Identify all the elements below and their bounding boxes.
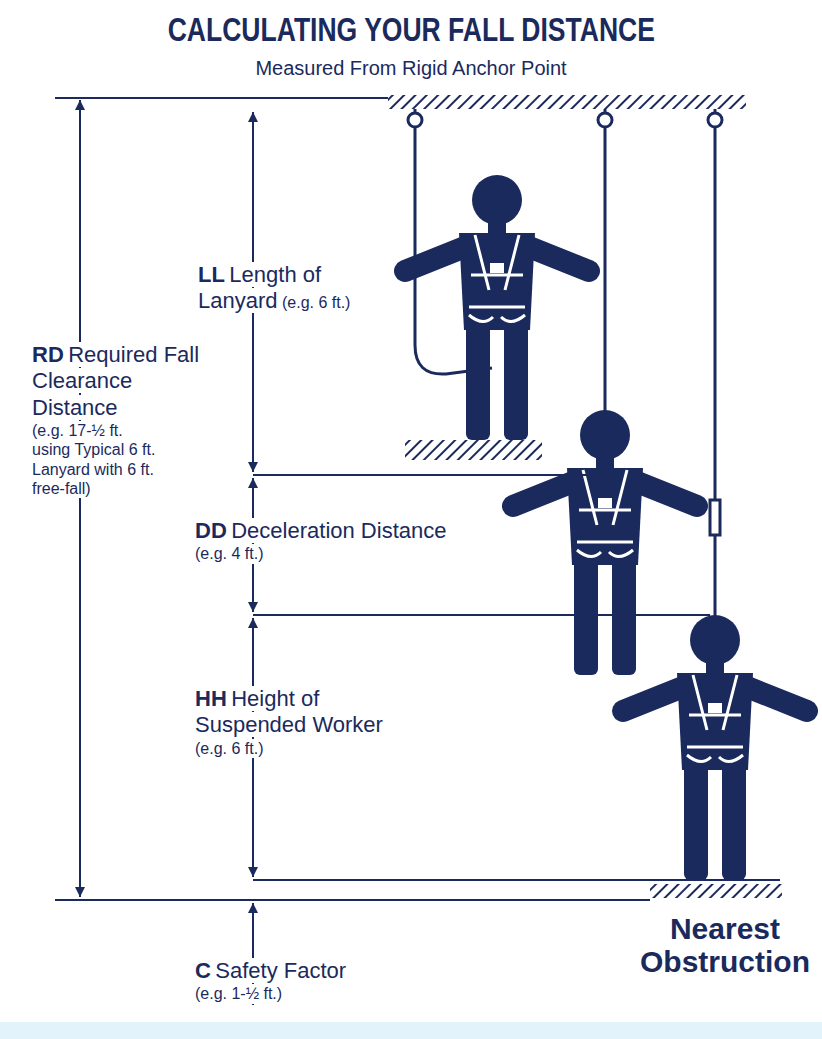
dimension-text: Deceleration Distance xyxy=(231,518,446,543)
dimension-text: (e.g. 6 ft.) xyxy=(195,739,425,758)
dimension-text: (e.g. 4 ft.) xyxy=(195,544,515,563)
dimension-text: Nearest Obstruction xyxy=(640,912,810,978)
dimension-code: HH xyxy=(195,686,227,711)
clearance-label: RD Required Fall Clearance Distance(e.g.… xyxy=(32,342,202,498)
footer-band xyxy=(0,1022,822,1039)
dimension-code: LL xyxy=(198,262,225,287)
dimension-code: C xyxy=(195,958,211,983)
safety-factor-label: C Safety Factor(e.g. 1-½ ft.) xyxy=(195,958,425,1004)
title-row: CALCULATING YOUR FALL DISTANCE xyxy=(0,10,822,49)
dimension-code: DD xyxy=(195,518,227,543)
dimension-text: Safety Factor xyxy=(215,958,346,983)
dimension-text: (e.g. 6 ft.) xyxy=(282,294,350,311)
worker-height-label: HH Height of Suspended Worker(e.g. 6 ft.… xyxy=(195,686,425,758)
obstruction-label: Nearest Obstruction xyxy=(635,912,815,978)
dimension-text: Measured From Rigid Anchor Point xyxy=(255,57,566,79)
title: CALCULATING YOUR FALL DISTANCE xyxy=(167,10,654,49)
dimension-text: (e.g. 17-½ ft. using Typical 6 ft. Lanya… xyxy=(32,421,162,498)
deceleration-label: DD Deceleration Distance(e.g. 4 ft.) xyxy=(195,518,515,564)
lanyard-label: LL Length of Lanyard (e.g. 6 ft.) xyxy=(198,262,398,315)
dimension-code: RD xyxy=(32,342,64,367)
dimension-text: (e.g. 1-½ ft.) xyxy=(195,984,425,1003)
subtitle: Measured From Rigid Anchor Point xyxy=(0,56,822,80)
